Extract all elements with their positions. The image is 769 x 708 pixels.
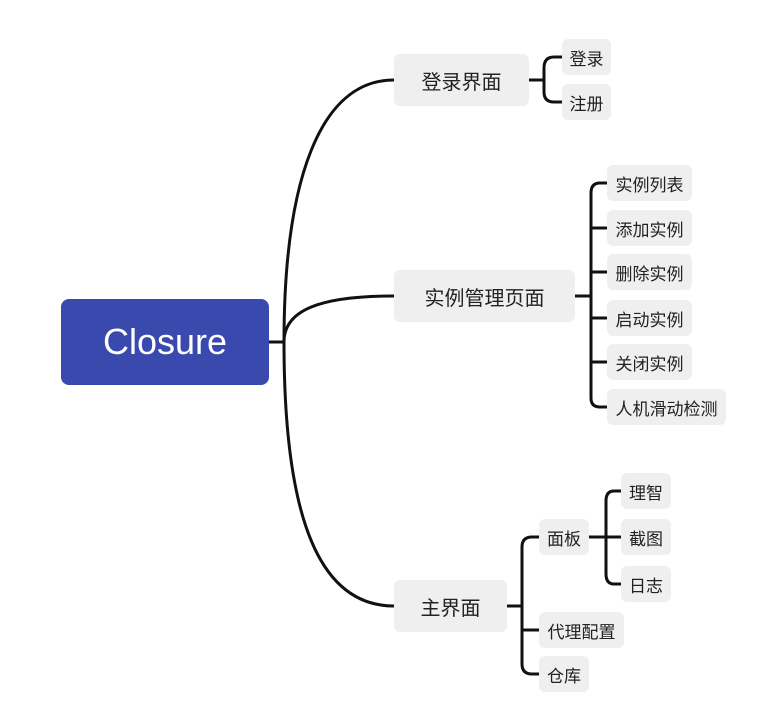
node-screenshot[interactable]: 截图 — [621, 519, 671, 555]
node-sanity[interactable]: 理智 — [621, 473, 671, 509]
node-panel[interactable]: 面板 — [539, 519, 589, 555]
node-delete-instance[interactable]: 删除实例 — [607, 254, 692, 290]
connector-panel-spine — [604, 489, 623, 586]
node-log[interactable]: 日志 — [621, 566, 671, 602]
node-login-screen[interactable]: 登录界面 — [394, 54, 529, 106]
root-node[interactable]: Closure — [61, 299, 269, 385]
connector-login-child-1 — [542, 55, 564, 82]
node-add-instance[interactable]: 添加实例 — [607, 210, 692, 246]
node-main-screen[interactable]: 主界面 — [394, 580, 507, 632]
connector-main-spine — [520, 535, 541, 676]
connector-main — [282, 340, 396, 608]
node-instance-management[interactable]: 实例管理页面 — [394, 270, 575, 322]
node-start-instance[interactable]: 启动实例 — [607, 300, 692, 336]
node-warehouse[interactable]: 仓库 — [539, 656, 589, 692]
node-login[interactable]: 登录 — [562, 39, 611, 75]
node-register[interactable]: 注册 — [562, 84, 611, 120]
node-instance-list[interactable]: 实例列表 — [607, 165, 692, 201]
connector-login-child-2 — [542, 78, 564, 104]
node-captcha-detection[interactable]: 人机滑动检测 — [607, 389, 726, 425]
connector-instance-spine — [589, 181, 609, 409]
connector-instance — [282, 294, 396, 344]
node-proxy-config[interactable]: 代理配置 — [539, 612, 624, 648]
connector-login — [282, 78, 396, 344]
node-close-instance[interactable]: 关闭实例 — [607, 344, 692, 380]
